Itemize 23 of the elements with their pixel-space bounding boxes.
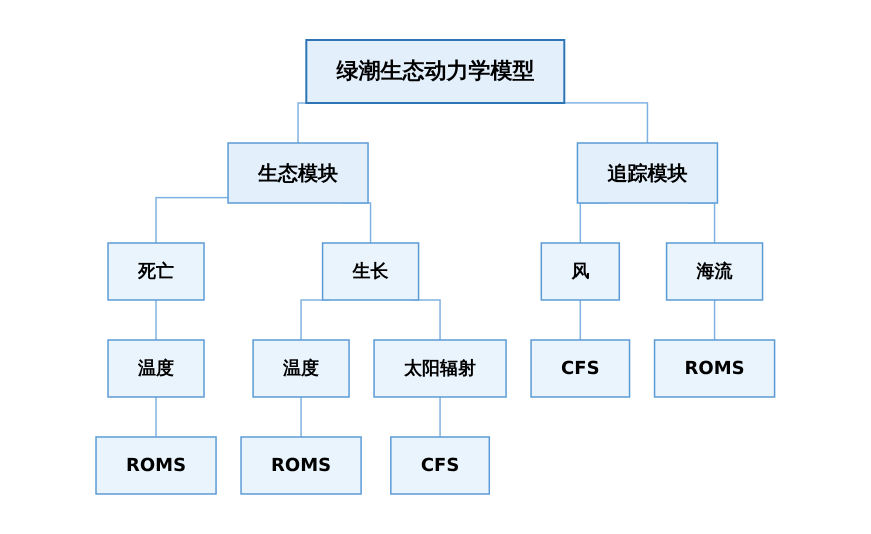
connector <box>155 299 157 340</box>
connector <box>300 396 302 437</box>
node-box: 风 <box>540 242 620 301</box>
node-box: CFS <box>390 436 490 495</box>
connector <box>440 396 442 437</box>
node-box: CFS <box>530 339 630 398</box>
node-box: 绿潮生态动力学模型 <box>306 39 566 104</box>
connector <box>564 102 648 143</box>
node-box: 追踪模块 <box>576 142 718 204</box>
node-box: 海流 <box>666 242 764 301</box>
node-box: 死亡 <box>107 242 205 301</box>
connector <box>714 299 716 340</box>
node-box: 温度 <box>107 339 205 398</box>
node-box: 生长 <box>322 242 420 301</box>
node-box: ROMS <box>654 339 776 398</box>
node-box: ROMS <box>240 436 362 495</box>
connector <box>155 196 228 243</box>
node-box: 温度 <box>252 339 350 398</box>
node-box: ROMS <box>95 436 217 495</box>
node-box: 太阳辐射 <box>374 339 508 398</box>
connector <box>155 396 157 437</box>
node-box: 生态模块 <box>228 142 369 204</box>
connector <box>580 299 582 340</box>
